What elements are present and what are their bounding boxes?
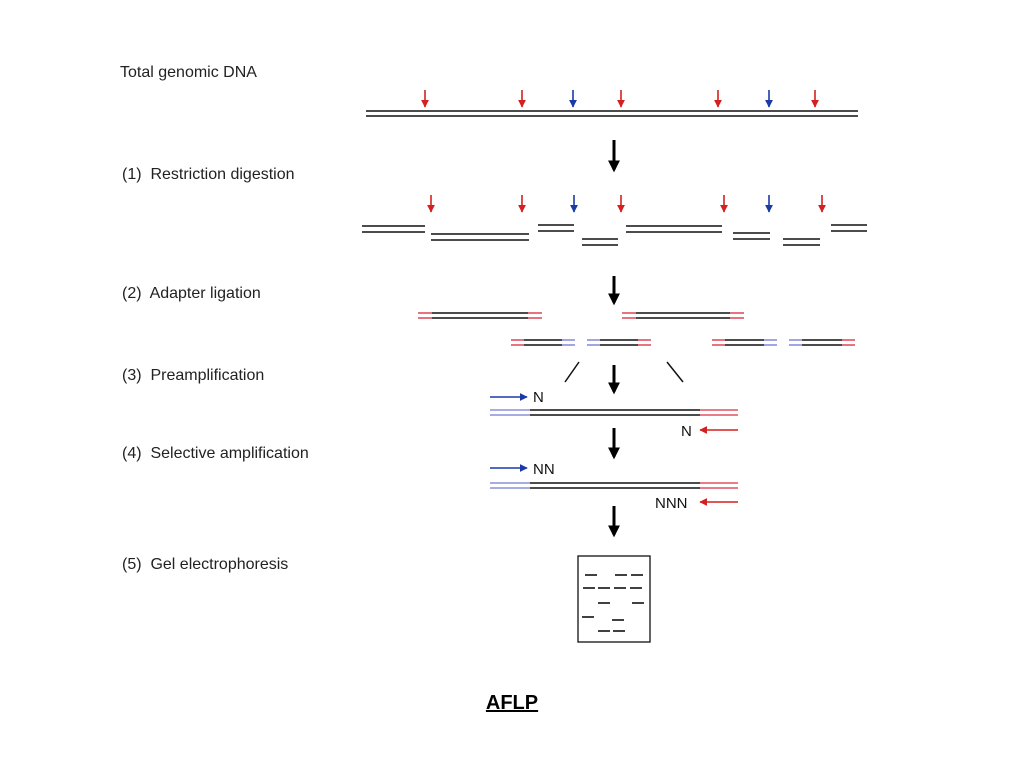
cut-site-arrows-digested <box>427 195 826 213</box>
ligated-fragment <box>712 339 777 346</box>
preamp-template <box>490 409 738 416</box>
genomic-dna-strand <box>366 110 858 117</box>
selective-forward-bases: NN <box>533 461 555 478</box>
step-1-label: (1) Restriction digestion <box>122 166 295 183</box>
ligated-fragment <box>418 312 542 319</box>
step-4-label: (4) Selective amplification <box>122 445 309 462</box>
ligated-fragment <box>622 312 744 319</box>
preamp-reverse-selective-base: N <box>681 423 692 440</box>
ligated-fragment <box>511 339 575 346</box>
ligated-fragment <box>789 339 855 346</box>
step-3-label: (3) Preamplification <box>122 367 264 384</box>
selective-amp-template <box>490 482 738 489</box>
step-2-label: (2) Adapter ligation <box>122 285 261 302</box>
restriction-fragments <box>362 224 867 246</box>
step-total-label: Total genomic DNA <box>120 64 257 81</box>
cut-site-arrows-genomic <box>421 90 819 108</box>
preamp-forward-selective-base: N <box>533 389 544 406</box>
ligated-fragment <box>587 339 651 346</box>
selective-reverse-bases: NNN <box>655 495 688 512</box>
gel-bands <box>582 574 644 632</box>
step-5-label: (5) Gel electrophoresis <box>122 556 288 573</box>
selection-lines <box>564 361 684 383</box>
gel-box <box>577 555 651 643</box>
caption-title: AFLP <box>485 692 539 714</box>
